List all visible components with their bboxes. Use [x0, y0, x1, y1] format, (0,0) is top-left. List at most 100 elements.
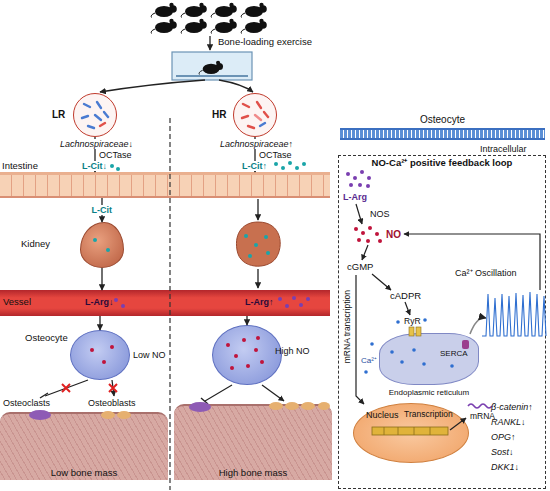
bacterium	[255, 115, 261, 120]
metabolite-label: L-Arg	[343, 192, 367, 202]
split-arrow	[100, 80, 205, 92]
node-text: Endoplasmic reticulum	[380, 388, 478, 397]
molecule-dot	[367, 176, 371, 180]
bacterium	[97, 102, 101, 108]
molecule-dot	[248, 254, 252, 258]
molecule-dot	[349, 183, 353, 187]
node-text: LR	[52, 109, 65, 121]
metabolite-label: cGMP	[347, 262, 373, 273]
caption-label: Bone-loading exercise	[218, 37, 312, 48]
molecule-dot	[368, 226, 372, 230]
metabolite-label: L-Cit↑	[242, 161, 267, 171]
metabolite-label: cADPR	[390, 291, 421, 302]
node-text: Intracellular	[480, 144, 527, 154]
molecule-dot	[423, 318, 427, 322]
molecule-dot	[358, 183, 362, 187]
metabolite-label: NO	[386, 229, 401, 241]
molecule-dot	[302, 162, 306, 166]
bacterium	[104, 112, 108, 117]
bacteria-label: Lachnospiraceae↓	[60, 139, 133, 149]
molecule-dot	[274, 162, 278, 166]
kidney-organ: Kidney	[80, 222, 124, 268]
node-text: Kidney	[21, 239, 50, 250]
calcium-trace	[482, 292, 546, 336]
mouse-icon	[151, 3, 177, 18]
endoplasmic-reticulum: Endoplasmic reticulum	[379, 333, 479, 385]
treadmill	[172, 52, 252, 80]
no-dots	[354, 226, 382, 243]
molecule-dot	[266, 251, 270, 255]
inhibition-bar	[40, 393, 48, 398]
bacterium	[243, 104, 249, 107]
bacterium	[84, 104, 90, 107]
arrow-line	[362, 245, 368, 260]
mouse-icon	[241, 19, 267, 34]
arrow-line	[405, 302, 410, 315]
circle-fill	[74, 94, 116, 136]
bacterium	[95, 115, 101, 120]
molecule-dot	[281, 166, 285, 170]
molecule-dot	[361, 231, 365, 235]
flow-arrow	[99, 316, 100, 330]
molecule-dot	[295, 166, 299, 170]
flow-arrow	[101, 268, 102, 290]
enzyme-label: OCTase	[259, 150, 292, 160]
intestine-band: Intestine	[0, 172, 330, 198]
molecule-dot	[264, 235, 268, 239]
node-text: NO-Ca²⁺ positive feedback loop	[339, 158, 545, 169]
molecule-dot	[357, 238, 361, 242]
node-text: Osteocyte	[25, 333, 68, 344]
molecule-dot	[254, 243, 258, 247]
metabolite-label: L-Arg↓	[85, 297, 114, 307]
arrow-line	[112, 380, 114, 396]
metabolite-label: L-Arg↑	[245, 297, 274, 307]
signal-label: Ca²⁺ Oscillation	[455, 268, 517, 278]
molecule-dot	[244, 234, 248, 238]
mouse-icon	[181, 3, 207, 18]
bacterium	[242, 116, 248, 118]
mouse-icon	[199, 61, 223, 75]
kidney-organ	[236, 222, 280, 266]
molecule-dot	[116, 167, 120, 171]
molecule-dot	[360, 170, 364, 174]
arrow-line	[209, 36, 210, 50]
node-text: Low NO	[133, 350, 166, 360]
microbiota-circle: HR	[233, 93, 277, 137]
node-text: Nucleus	[366, 410, 399, 420]
channel-label: RyR	[404, 317, 421, 327]
bacterium	[88, 126, 94, 128]
gene-label: β-catenin↑	[491, 402, 533, 412]
process-label: Transcription	[404, 410, 453, 420]
mrna-strand	[468, 404, 492, 408]
red-cross	[109, 384, 117, 392]
bone-tissue: High bone mass	[174, 404, 332, 480]
bacterium	[257, 102, 261, 108]
bacteria-group	[82, 102, 268, 128]
osteocyte-cell: OsteocyteLow NO	[70, 330, 130, 380]
molecule-dot	[364, 370, 368, 374]
molecule-dot	[288, 161, 292, 165]
flow-arrow	[94, 137, 95, 172]
split-arrow	[219, 80, 253, 92]
mouse-icon	[211, 3, 237, 18]
cell-label: Osteoclasts	[3, 398, 50, 408]
gene-label: OPG↑	[491, 432, 516, 442]
bacterium	[248, 126, 254, 128]
node-text: Osteocyte	[420, 114, 465, 126]
node-text: HR	[212, 109, 226, 121]
arrow-line	[257, 199, 258, 220]
process-label: mRNA transcription	[343, 290, 353, 363]
node-text: Low bone mass	[0, 468, 168, 479]
microbiota-circle: LR	[73, 93, 117, 137]
bacterium	[100, 123, 105, 126]
molecule-dot	[366, 239, 370, 243]
metabolite-label: L-Cit↓	[82, 161, 107, 171]
red-cross	[62, 384, 70, 392]
edge-label: L-Cit	[91, 205, 114, 215]
gene-label: DKK1↓	[491, 462, 519, 472]
arrow-line	[257, 269, 258, 288]
treadmill-belt	[176, 75, 248, 77]
molecule-dot	[378, 239, 382, 243]
mouse-icon	[181, 19, 207, 34]
node-text: Vessel	[3, 297, 31, 308]
